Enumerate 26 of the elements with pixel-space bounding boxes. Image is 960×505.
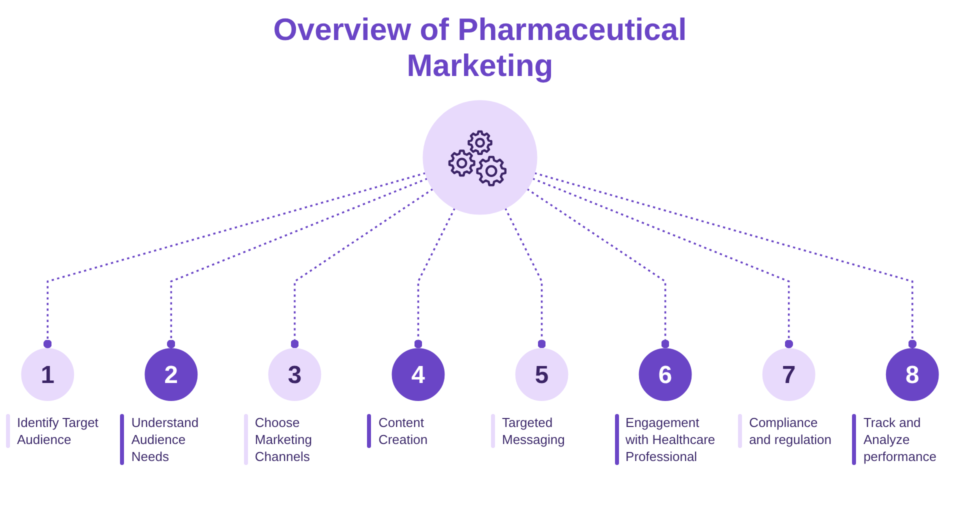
dotted-connector bbox=[414, 208, 456, 349]
step-label: Content Creation bbox=[378, 414, 429, 448]
step-label: Engagement with Healthcare Professional bbox=[626, 414, 716, 466]
dotted-connector bbox=[526, 188, 670, 349]
number-circle: 1 bbox=[21, 348, 74, 401]
step-label: Compliance and regulation bbox=[749, 414, 832, 448]
number-circle: 4 bbox=[392, 348, 445, 401]
number-circle: 2 bbox=[144, 348, 198, 401]
step-label: Targeted Messaging bbox=[502, 414, 566, 448]
step-label: Identify Target Audience bbox=[17, 414, 100, 448]
step-label: Understand Audience Needs bbox=[131, 414, 200, 466]
dotted-connector bbox=[532, 178, 794, 349]
number-circle: 8 bbox=[886, 348, 939, 401]
hub-circle bbox=[422, 100, 538, 215]
dotted-connector bbox=[43, 172, 426, 349]
dotted-connector bbox=[534, 172, 917, 349]
number-circle: 6 bbox=[638, 348, 692, 401]
dotted-connector bbox=[290, 188, 434, 349]
number-circle: 7 bbox=[762, 348, 816, 401]
step-label: Choose Marketing Channels bbox=[254, 414, 313, 466]
number-circle: 5 bbox=[515, 348, 568, 401]
dotted-connector bbox=[504, 208, 546, 349]
dotted-connector bbox=[166, 178, 428, 349]
number-circle: 3 bbox=[268, 348, 322, 401]
title: Overview of Pharmaceutical Marketing bbox=[272, 12, 688, 84]
step-label: Track and Analyze performance bbox=[863, 414, 938, 466]
